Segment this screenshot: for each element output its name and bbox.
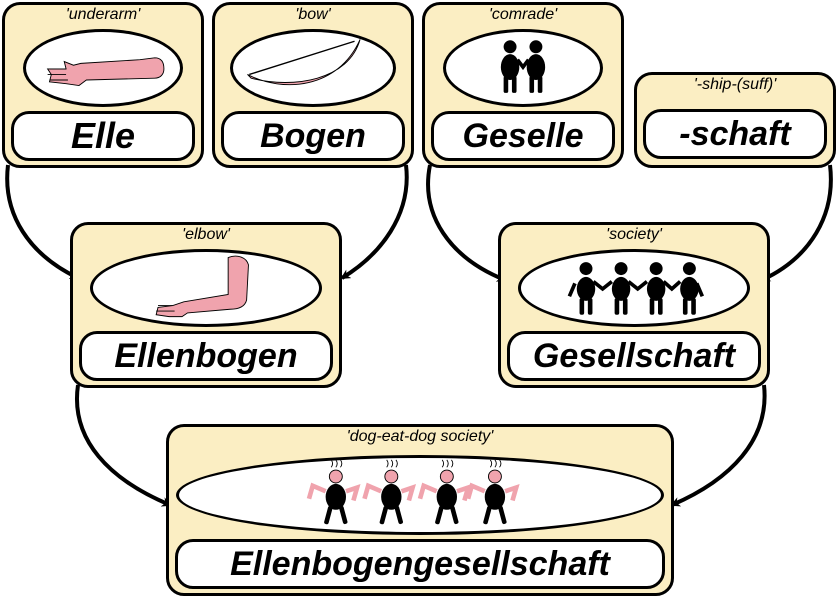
box-schaft: '-ship-(suff)' -schaft [634, 72, 836, 168]
word-schaft: -schaft [643, 109, 827, 159]
picture-gesellschaft [518, 249, 750, 327]
bow-icon [247, 39, 361, 86]
elbowing-people-icon [306, 458, 661, 532]
picture-bogen [230, 29, 396, 107]
gloss-elle: 'underarm' [65, 6, 141, 23]
word-ellenbogen: Ellenbogen [79, 331, 333, 381]
box-ellenbogengesellschaft: 'dog-eat-dog society' Ellenbogengesellsc… [166, 424, 674, 596]
picture-geselle [443, 29, 603, 107]
two-people-icon [500, 40, 546, 93]
word-geselle: Geselle [431, 111, 615, 161]
arrow-gesellschaft-to-ellenbogengesellschaft [670, 384, 767, 507]
bent-arm-icon [155, 255, 249, 318]
arrow-elle-to-ellenbogen [5, 164, 80, 280]
box-bogen: 'bow' Bogen [212, 2, 414, 168]
arrow-geselle-to-gesellschaft [426, 164, 507, 282]
box-elle: 'underarm' Elle [2, 2, 204, 168]
picture-elle [23, 29, 183, 107]
box-geselle: 'comrade' Geselle [422, 2, 624, 168]
word-elle: Elle [11, 111, 195, 161]
picture-ellenbogen [90, 249, 322, 327]
picture-ellenbogengesellschaft [176, 455, 664, 535]
gloss-gesellschaft: 'society' [606, 226, 662, 243]
forearm-icon [46, 57, 165, 87]
word-ellenbogengesellschaft: Ellenbogengesellschaft [175, 539, 665, 589]
word-gesellschaft: Gesellschaft [507, 331, 761, 381]
arrow-schaft-to-gesellschaft [760, 164, 833, 282]
arrow-bogen-to-ellenbogen [340, 164, 409, 280]
gloss-ellenbogengesellschaft: 'dog-eat-dog society' [346, 428, 494, 445]
gloss-ellenbogen: 'elbow' [182, 226, 230, 243]
box-ellenbogen: 'elbow' Ellenbogen [70, 222, 342, 388]
arrow-ellenbogen-to-ellenbogengesellschaft [75, 384, 172, 507]
gloss-schaft: '-ship-(suff)' [693, 76, 777, 93]
word-bogen: Bogen [221, 111, 405, 161]
four-people-icon [567, 262, 705, 315]
gloss-bogen: 'bow' [295, 6, 331, 23]
gloss-geselle: 'comrade' [488, 6, 558, 23]
box-gesellschaft: 'society' Gesellschaft [498, 222, 770, 388]
